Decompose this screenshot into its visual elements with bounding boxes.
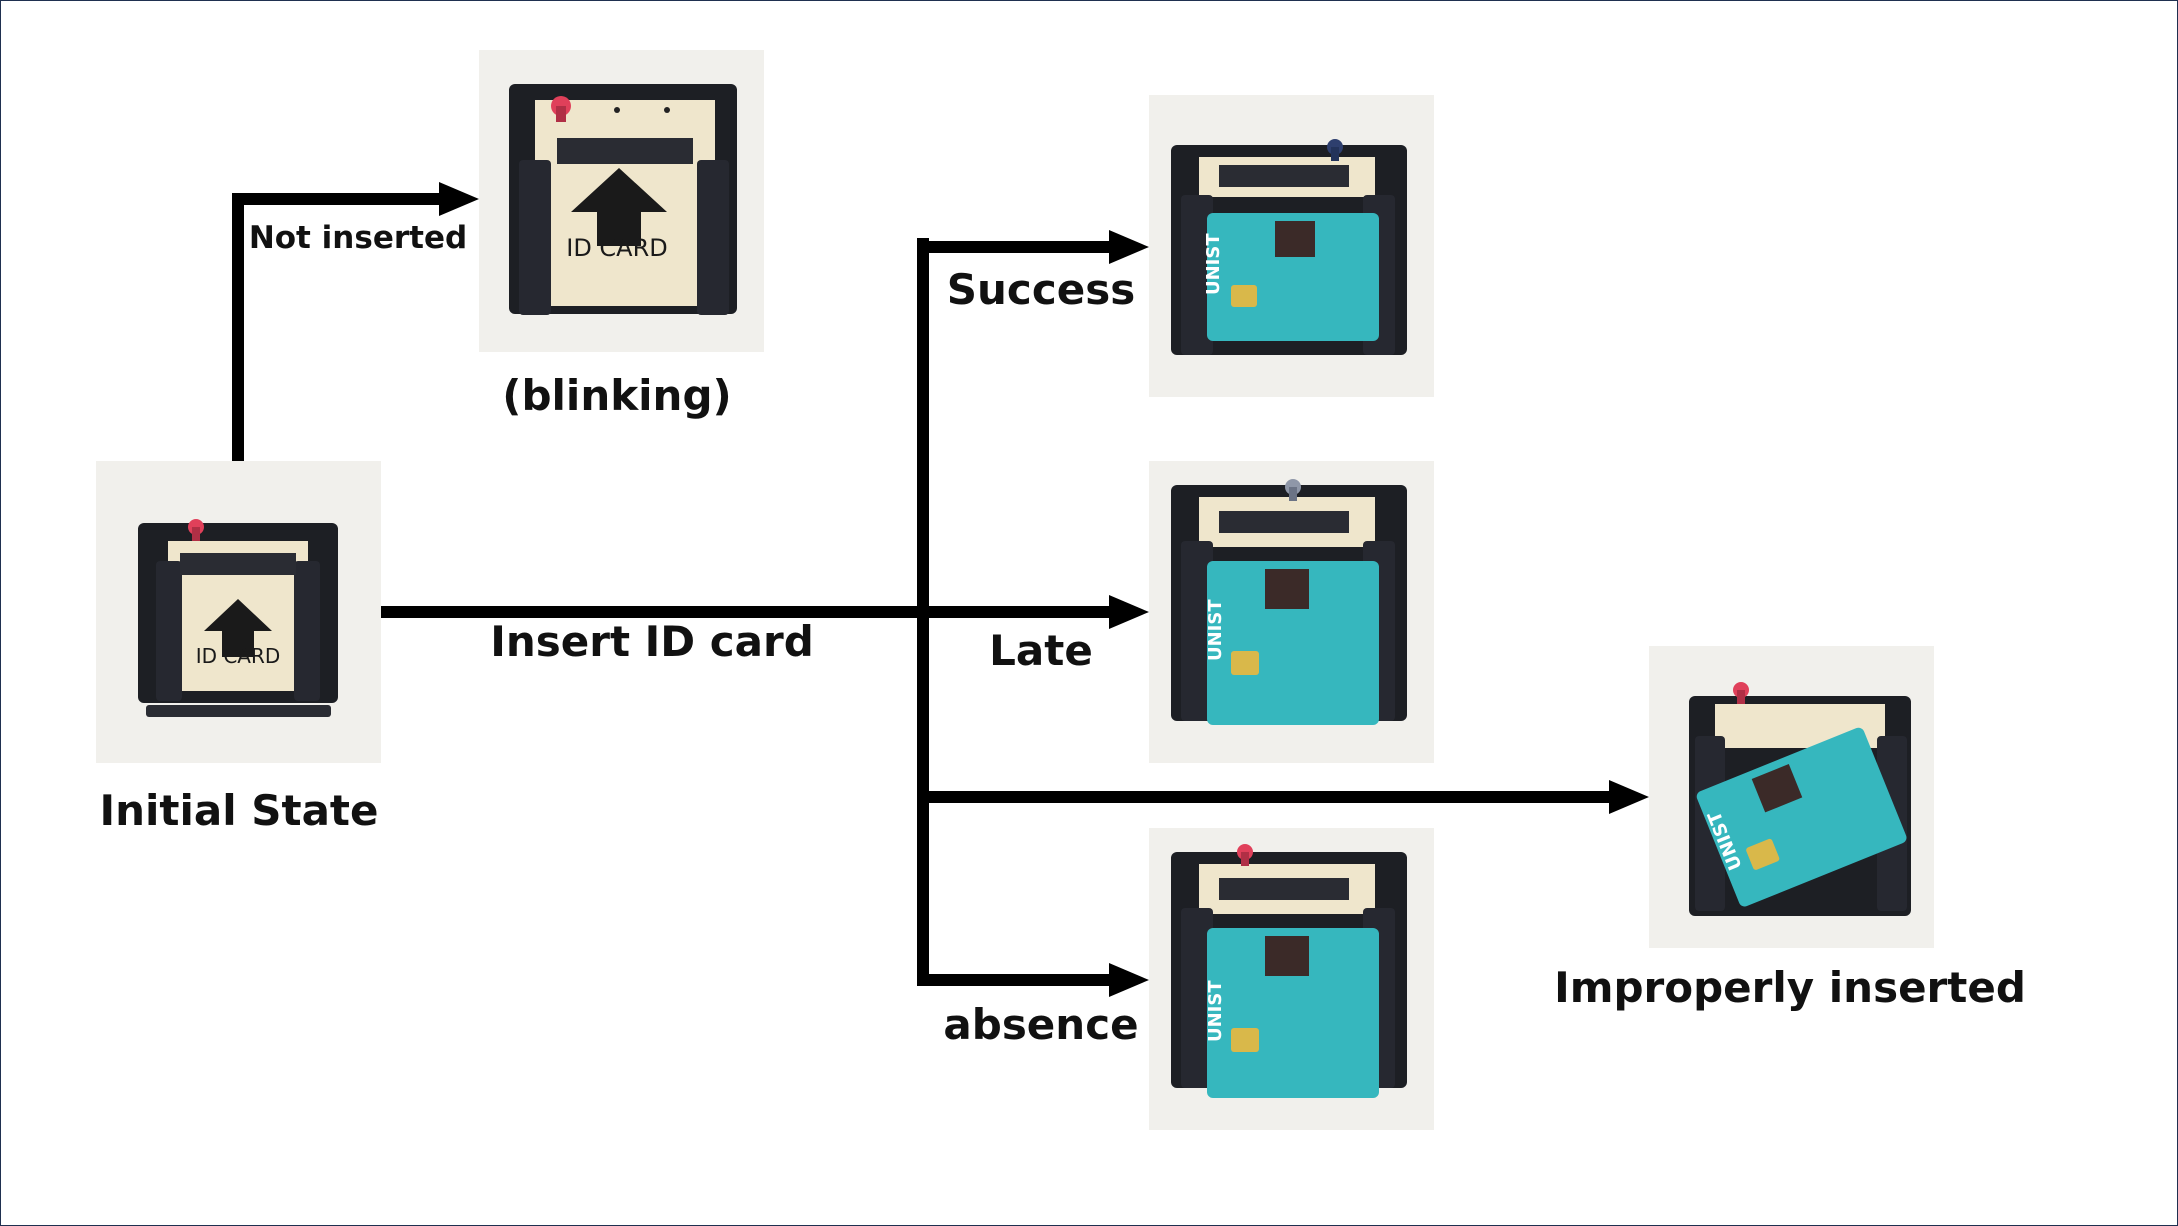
photo-late: UNIST — [1149, 461, 1434, 763]
label-success: Success — [946, 265, 1136, 314]
arrow-not-inserted — [232, 193, 447, 463]
photo-absence: UNIST — [1149, 828, 1434, 1130]
arrowhead-late — [1109, 595, 1149, 629]
label-initial-state: Initial State — [99, 786, 379, 835]
label-not-inserted: Not inserted — [248, 220, 468, 256]
card-brand: UNIST — [1205, 980, 1226, 1042]
arrowhead-success — [1109, 230, 1149, 264]
label-late: Late — [989, 626, 1093, 675]
label-blinking: (blinking) — [502, 371, 732, 420]
label-absence: absence — [943, 1000, 1139, 1049]
card-brand: UNIST — [1205, 599, 1226, 661]
arrowhead-absence — [1109, 963, 1149, 997]
label-insert-id-card: Insert ID card — [490, 617, 814, 666]
label-improperly-inserted: Improperly inserted — [1554, 963, 2026, 1012]
photo-initial-state: ID CARD — [96, 461, 381, 763]
card-brand: UNIST — [1203, 233, 1224, 295]
photo-success: UNIST — [1149, 95, 1434, 397]
photo-not-inserted: ID CARD — [479, 50, 764, 352]
arrowhead-improperly-inserted — [1609, 780, 1649, 814]
slot-label: ID CARD — [566, 234, 668, 262]
photo-improperly-inserted: UNIST — [1649, 646, 1934, 948]
arrowhead-not-inserted — [439, 182, 479, 216]
slot-label: ID CARD — [196, 644, 281, 668]
